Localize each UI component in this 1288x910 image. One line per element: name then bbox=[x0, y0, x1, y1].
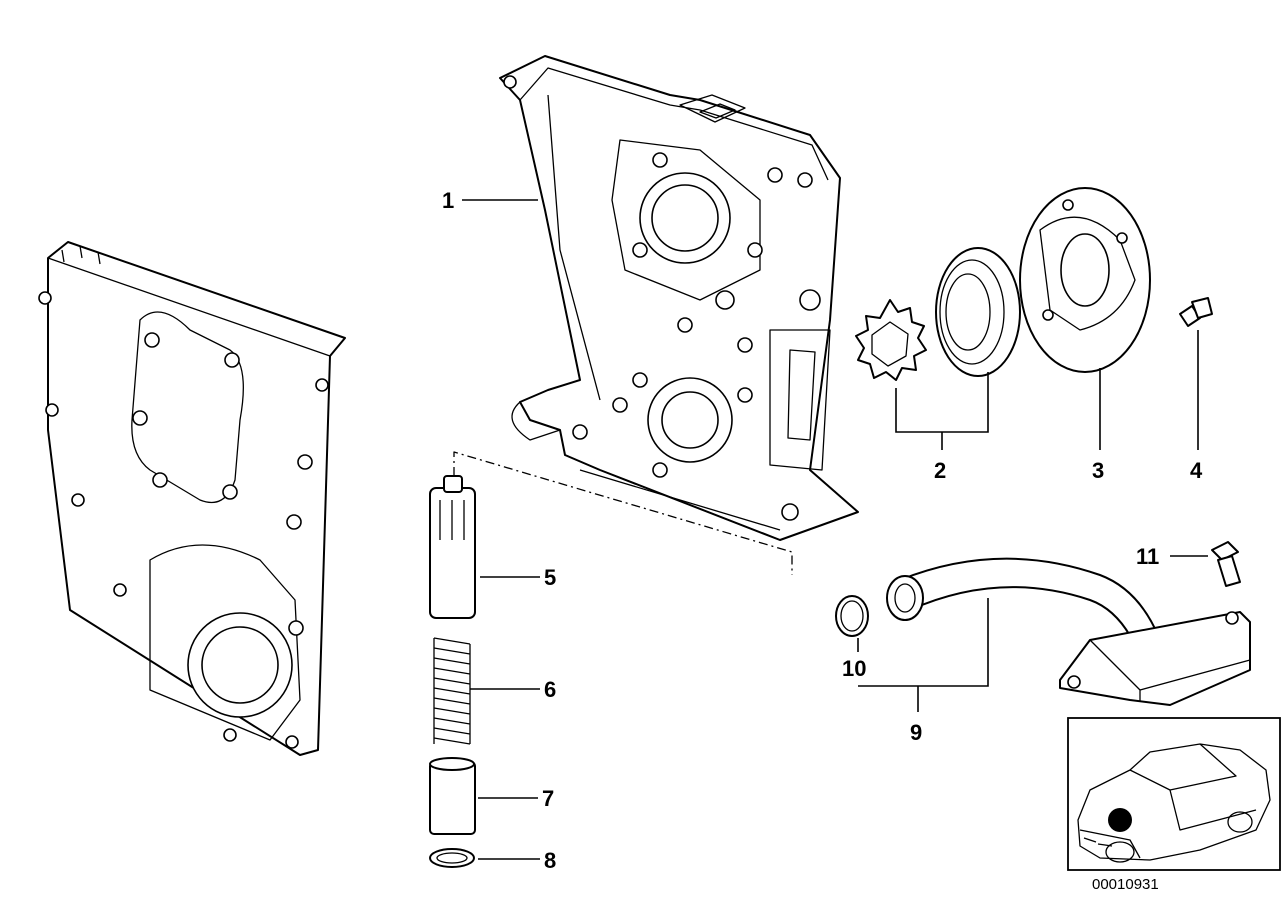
callout-9: 9 bbox=[910, 720, 922, 745]
callout-6: 6 bbox=[544, 677, 556, 702]
locator-dot bbox=[1108, 808, 1132, 832]
callout-11: 11 bbox=[1136, 544, 1159, 569]
timing-case-cover bbox=[38, 241, 346, 756]
relief-spring bbox=[433, 637, 471, 745]
inner-rotor bbox=[855, 299, 927, 381]
relief-piston bbox=[429, 475, 476, 619]
outer-rotor bbox=[935, 247, 1021, 377]
callout-10: 10 bbox=[842, 656, 866, 681]
o-ring-part-10 bbox=[835, 595, 869, 637]
relief-seal-ring bbox=[429, 848, 475, 868]
callout-8: 8 bbox=[544, 848, 556, 873]
vehicle-locator-inset bbox=[1067, 717, 1281, 871]
callout-7: 7 bbox=[542, 786, 554, 811]
callout-4: 4 bbox=[1190, 458, 1203, 483]
leader-lines bbox=[462, 199, 1208, 860]
relief-sleeve bbox=[429, 757, 476, 835]
oil-pump-housing bbox=[499, 55, 859, 541]
callout-3: 3 bbox=[1092, 458, 1104, 483]
screw-part-4 bbox=[1179, 297, 1213, 327]
callout-1: 1 bbox=[442, 188, 454, 213]
oil-pickup-pipe bbox=[886, 557, 1251, 706]
bolt-part-11 bbox=[1211, 541, 1241, 587]
assembly-line bbox=[453, 451, 793, 575]
callout-2: 2 bbox=[934, 458, 946, 483]
callout-5: 5 bbox=[544, 565, 556, 590]
car-outline-icon bbox=[1077, 743, 1271, 863]
reference-number: 00010931 bbox=[1092, 876, 1159, 893]
pump-cover-plate bbox=[1019, 187, 1151, 373]
